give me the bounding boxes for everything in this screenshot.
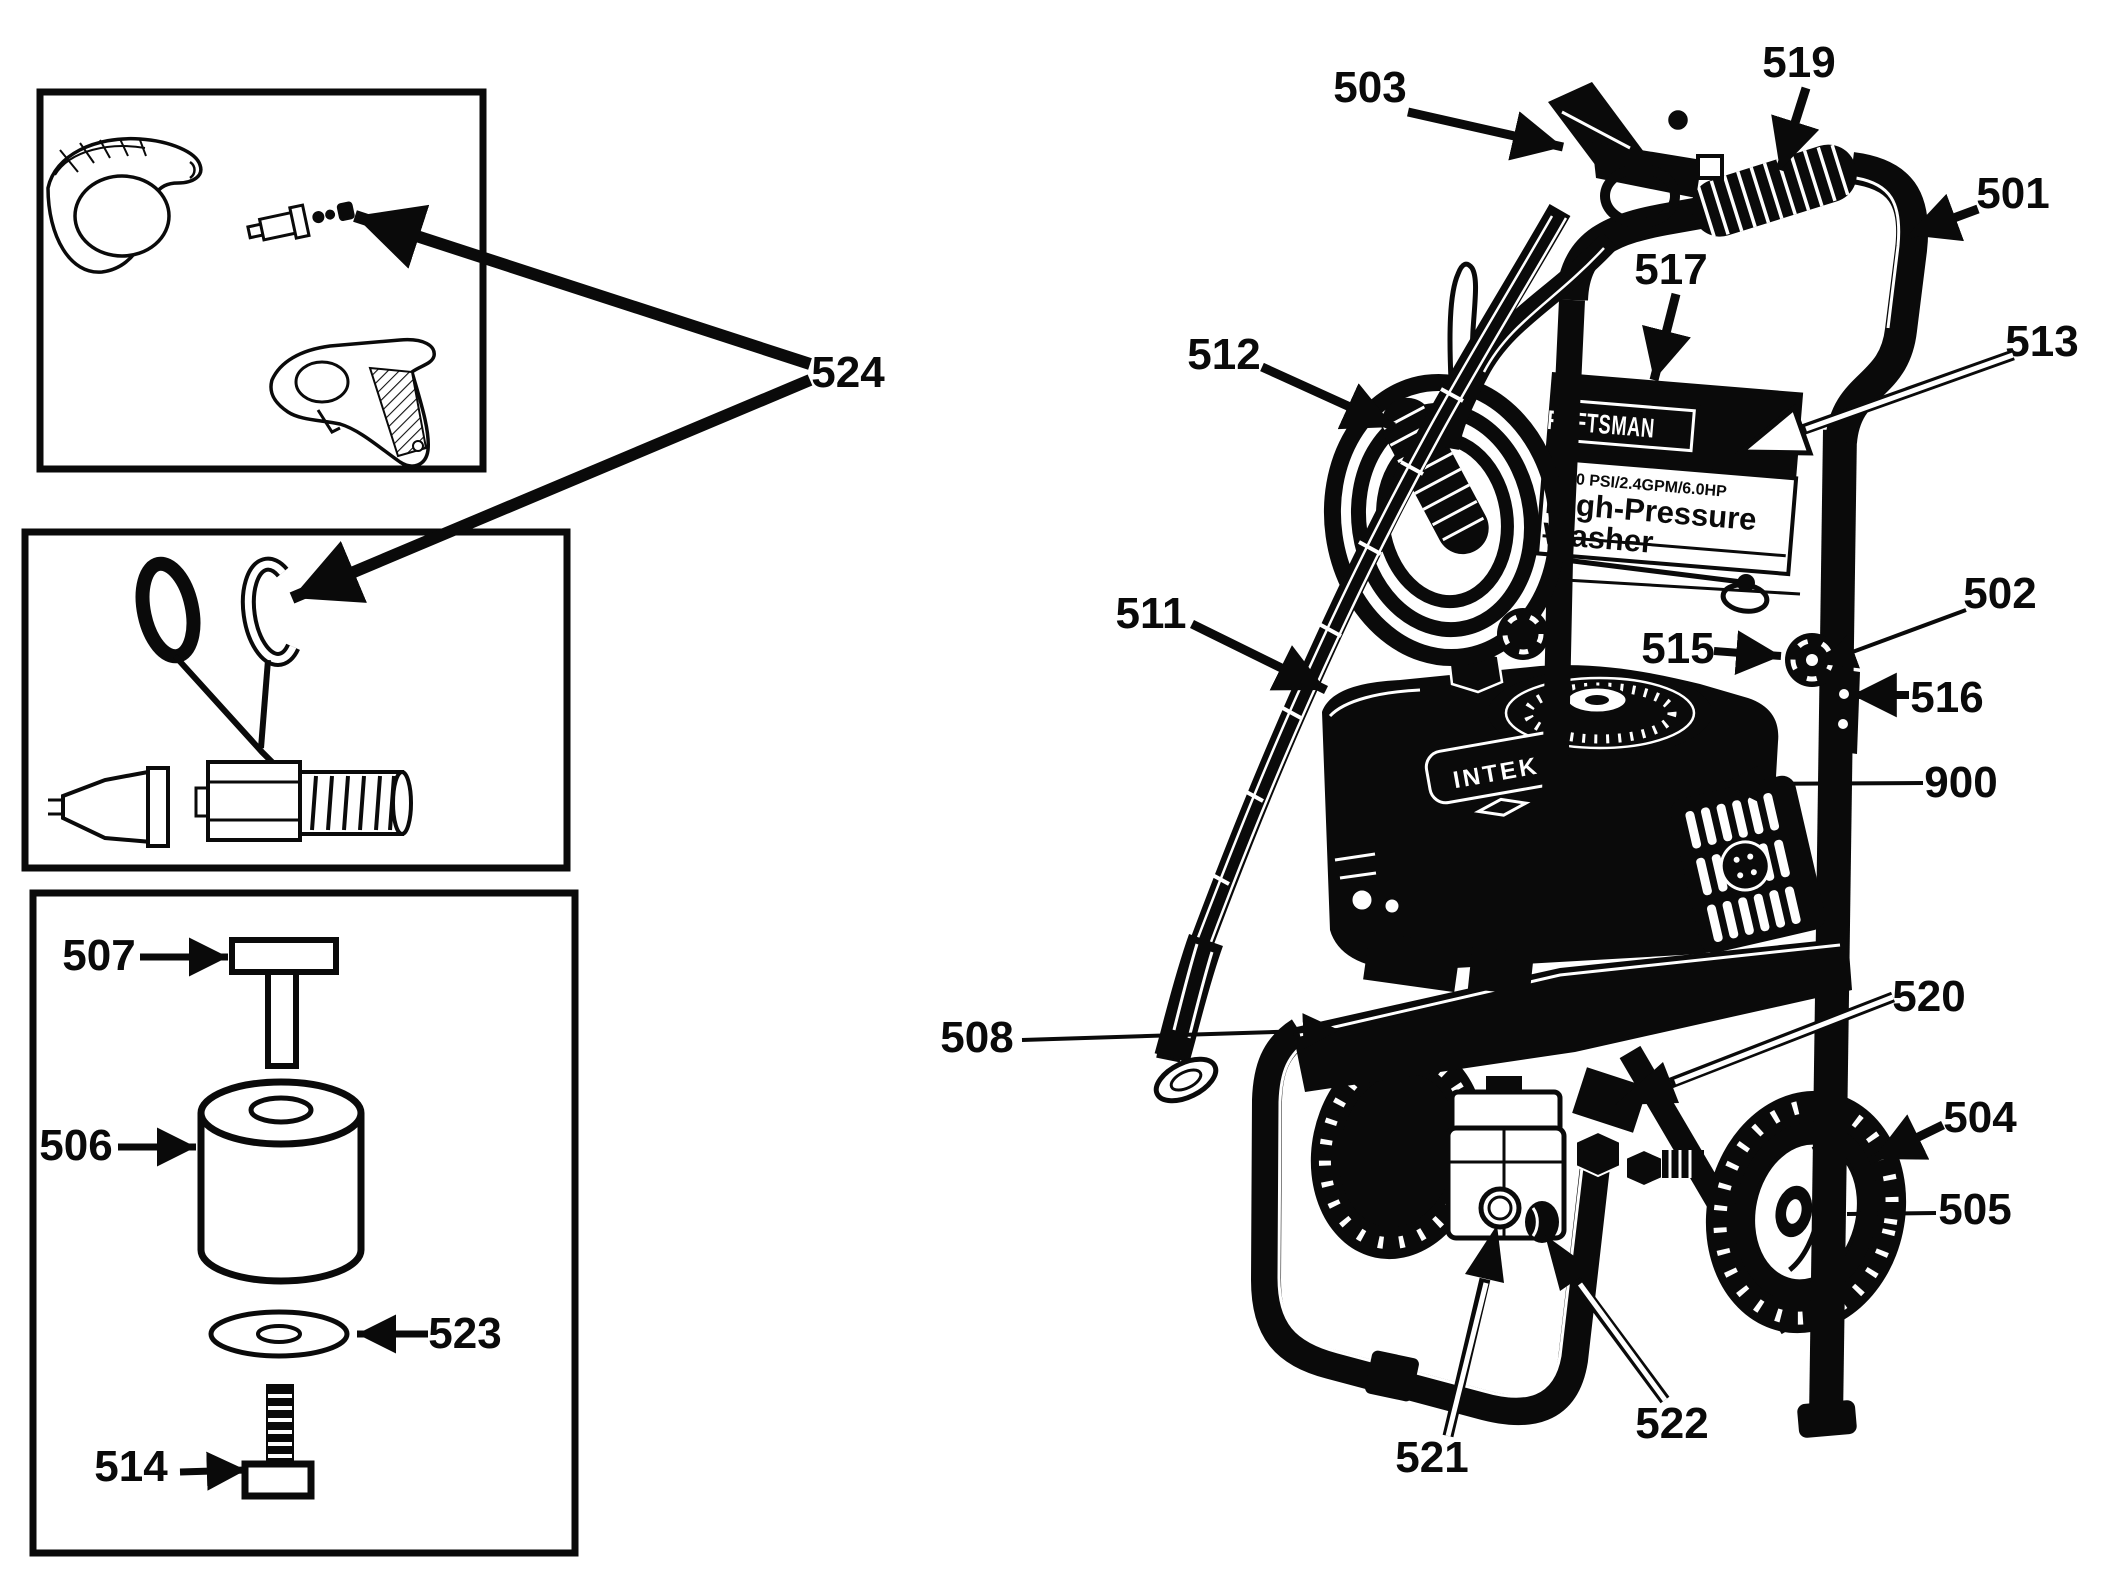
callout-502: 502 <box>1963 569 2036 618</box>
callout-515-arrow <box>1713 630 1782 676</box>
callout-515: 515 <box>1641 624 1714 673</box>
flat-washer-illustration <box>208 1309 350 1359</box>
gun-half-upper-illustration <box>46 136 203 274</box>
callout-512-arrow <box>1260 362 1396 432</box>
callout-503-arrow <box>1407 107 1564 161</box>
handle-tube-corner <box>1825 152 1929 445</box>
callouts-layer: 524 503 519 501 517 513 512 511 502 515 … <box>39 38 2078 1491</box>
t-handle-bolt-illustration <box>229 937 339 1069</box>
callout-514: 514 <box>94 1442 168 1491</box>
callout-517-arrow <box>1642 292 1691 382</box>
callout-522-arrow <box>1545 1235 1670 1404</box>
callout-511: 511 <box>1116 589 1187 638</box>
callout-523: 523 <box>428 1309 501 1358</box>
callout-521-arrow <box>1442 1225 1504 1438</box>
callout-522: 522 <box>1635 1399 1708 1448</box>
inset-box-filter-assembly <box>29 889 579 1557</box>
callout-506: 506 <box>39 1121 112 1170</box>
callout-505: 505 <box>1938 1185 2011 1234</box>
handle-grip <box>1691 144 1857 238</box>
callout-519: 519 <box>1762 38 1835 87</box>
right-frame-post <box>1809 429 1857 1421</box>
callout-508: 508 <box>940 1013 1013 1062</box>
callout-512: 512 <box>1187 330 1260 379</box>
axle-bracket <box>1572 1067 1648 1133</box>
callout-513-arrow <box>1734 349 2015 456</box>
pressure-washer-illustration: INTEK <box>1153 82 1929 1438</box>
callout-524: 524 <box>811 348 885 397</box>
hose-hanger-knob <box>1497 608 1549 660</box>
wand-holder-rod <box>1564 557 1743 585</box>
pump-assembly <box>1445 1076 1704 1243</box>
callout-514-arrow <box>179 1451 247 1491</box>
frame-foot <box>1365 1350 1419 1402</box>
gun-half-lower-illustration <box>269 337 436 468</box>
callout-504-arrow <box>1871 1114 1945 1164</box>
callout-524-arrow-a <box>353 204 812 370</box>
callout-519-arrow <box>1771 86 1820 172</box>
callout-517: 517 <box>1634 245 1707 294</box>
callout-900-arrow <box>1721 765 1924 802</box>
base-deck <box>1292 938 1852 1092</box>
frame-foot-right <box>1797 1400 1857 1438</box>
inset-box-gun-halves <box>36 88 487 473</box>
callout-501-arrow <box>1906 193 1980 242</box>
callout-502-arrow <box>1819 608 1967 669</box>
filter-cylinder-illustration <box>197 1078 365 1285</box>
left-wheel <box>1310 1040 1486 1260</box>
inset-box-oring-coupling <box>21 528 571 872</box>
hose-coupling-illustration <box>48 760 413 848</box>
brand-panel: CRAFTSMAN 2400 PSI/2.4GPM/6.0HP High-Pre… <box>1533 372 1804 577</box>
callout-504: 504 <box>1943 1093 2017 1142</box>
callout-520-arrow <box>1615 991 1895 1105</box>
callout-900: 900 <box>1924 758 1997 807</box>
callout-524-arrow-b <box>289 374 813 604</box>
callout-503: 503 <box>1333 63 1406 112</box>
callout-513: 513 <box>2005 317 2078 366</box>
gun-nozzle-part-illustration <box>246 201 355 242</box>
j-hook-wire <box>1447 261 1478 401</box>
callout-505-arrow <box>1846 1211 1937 1216</box>
callout-507: 507 <box>62 931 135 980</box>
mounting-bracket <box>1829 668 1860 754</box>
retaining-ring-illustration <box>240 556 300 667</box>
callout-520: 520 <box>1892 972 1965 1021</box>
spray-gun-illustration <box>1548 82 1724 228</box>
lower-frame-loop <box>1250 1019 1613 1426</box>
engine-illustration: INTEK <box>1322 648 1826 996</box>
callout-501: 501 <box>1976 169 2049 218</box>
callout-516: 516 <box>1910 673 1983 722</box>
callout-508-arrow <box>1021 1013 1340 1050</box>
part-pointer-line <box>258 659 271 749</box>
callout-511-arrow <box>1190 619 1328 695</box>
callout-521: 521 <box>1395 1433 1468 1482</box>
